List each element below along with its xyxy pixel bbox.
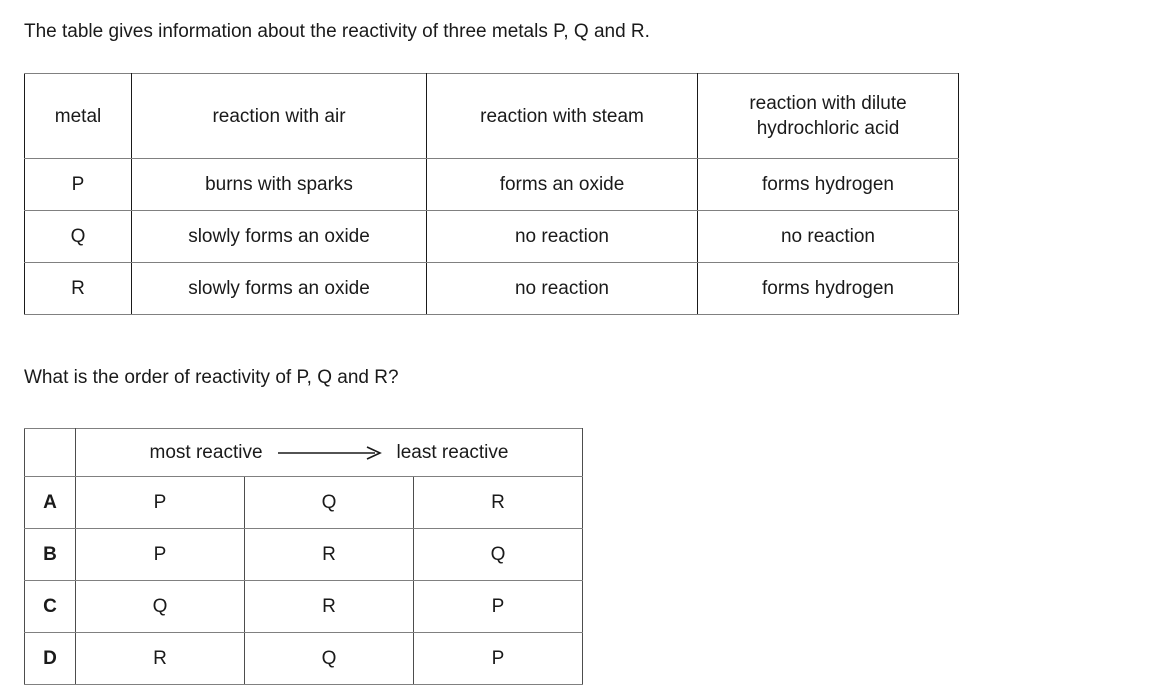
cell-metal-p: P: [24, 158, 132, 211]
option-letter-a[interactable]: A: [24, 476, 76, 529]
option-a-position-1: P: [75, 476, 245, 529]
option-letter-d[interactable]: D: [24, 632, 76, 685]
answer-option-row-a[interactable]: A P Q R: [24, 476, 583, 529]
cell-acid-q: no reaction: [697, 210, 959, 263]
cell-air-r: slowly forms an oxide: [131, 262, 427, 315]
option-letter-c[interactable]: C: [24, 580, 76, 633]
cell-metal-r: R: [24, 262, 132, 315]
column-header-reactivity-scale: most reactive least reactive: [75, 428, 583, 477]
option-b-position-3: Q: [413, 528, 583, 581]
option-c-position-1: Q: [75, 580, 245, 633]
column-header-metal: metal: [24, 73, 132, 159]
column-header-reaction-with-air: reaction with air: [131, 73, 427, 159]
option-a-position-2: Q: [244, 476, 414, 529]
right-arrow-icon: [277, 445, 383, 460]
cell-steam-q: no reaction: [426, 210, 698, 263]
option-a-position-3: R: [413, 476, 583, 529]
cell-acid-r: forms hydrogen: [697, 262, 959, 315]
answer-options-table: most reactive least reactive A P Q R B: [24, 428, 583, 685]
table-row: P burns with sparks forms an oxide forms…: [24, 158, 959, 211]
column-header-reaction-with-steam: reaction with steam: [426, 73, 698, 159]
column-header-option-letter: [24, 428, 76, 477]
intro-text: The table gives information about the re…: [24, 21, 650, 42]
column-header-reaction-with-dilute-hydrochloric-acid: reaction with dilute hydrochloric acid: [697, 73, 959, 159]
cell-air-p: burns with sparks: [131, 158, 427, 211]
answer-option-row-b[interactable]: B P R Q: [24, 528, 583, 581]
answer-table-header-row: most reactive least reactive: [24, 428, 583, 477]
reactivity-table-header-row: metal reaction with air reaction with st…: [24, 73, 959, 159]
answer-option-row-c[interactable]: C Q R P: [24, 580, 583, 633]
cell-steam-p: forms an oxide: [426, 158, 698, 211]
table-row: R slowly forms an oxide no reaction form…: [24, 262, 959, 315]
cell-air-q: slowly forms an oxide: [131, 210, 427, 263]
answer-option-row-d[interactable]: D R Q P: [24, 632, 583, 685]
table-row: Q slowly forms an oxide no reaction no r…: [24, 210, 959, 263]
option-b-position-2: R: [244, 528, 414, 581]
option-d-position-2: Q: [244, 632, 414, 685]
cell-acid-p: forms hydrogen: [697, 158, 959, 211]
reactivity-table: metal reaction with air reaction with st…: [24, 73, 959, 315]
scale-least-reactive-label: least reactive: [396, 441, 509, 463]
question-text: What is the order of reactivity of P, Q …: [24, 367, 399, 388]
cell-steam-r: no reaction: [426, 262, 698, 315]
option-b-position-1: P: [75, 528, 245, 581]
option-c-position-2: R: [244, 580, 414, 633]
option-letter-b[interactable]: B: [24, 528, 76, 581]
scale-most-reactive-label: most reactive: [149, 441, 263, 463]
option-d-position-1: R: [75, 632, 245, 685]
option-d-position-3: P: [413, 632, 583, 685]
option-c-position-3: P: [413, 580, 583, 633]
cell-metal-q: Q: [24, 210, 132, 263]
